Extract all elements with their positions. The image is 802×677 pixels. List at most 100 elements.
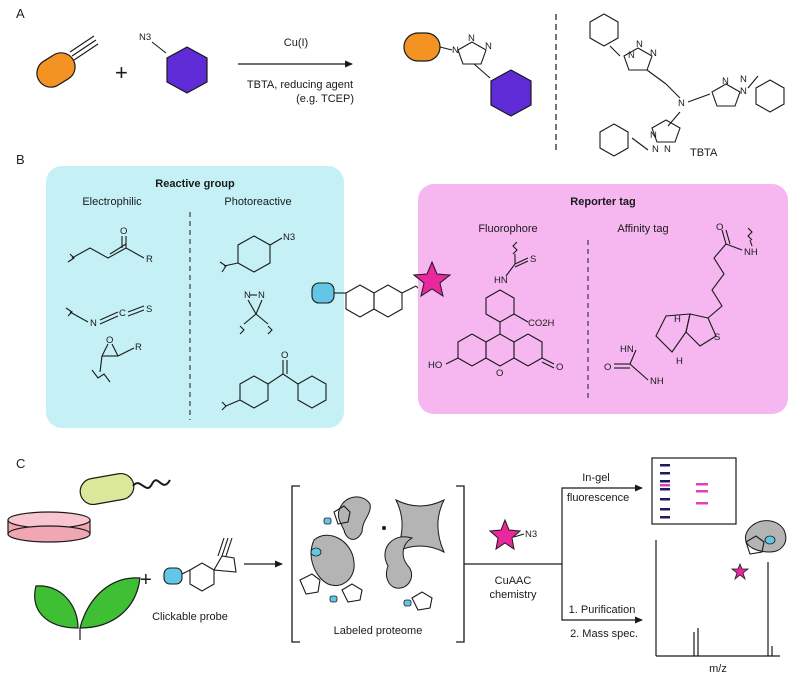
svg-text:NH: NH: [650, 376, 664, 387]
svg-text:CO2H: CO2H: [528, 318, 555, 329]
proteome-bracket-right: [456, 485, 465, 643]
photoreactive-label: Photoreactive: [224, 196, 291, 208]
mass-spectrum: m/z: [655, 520, 787, 675]
svg-text:N: N: [244, 290, 251, 301]
svg-text:N: N: [485, 41, 492, 52]
svg-text:H: H: [676, 356, 683, 367]
epoxide-structure: O R: [91, 335, 142, 383]
reactive-group-title: Reactive group: [155, 178, 235, 190]
gel-image: [651, 457, 737, 525]
branch-down: [561, 564, 643, 624]
azide-label: N3: [139, 32, 151, 43]
svg-text:O: O: [496, 368, 503, 379]
electrophilic-label: Electrophilic: [82, 196, 142, 208]
panel-a-label: A: [16, 6, 25, 21]
tbta-label: TBTA: [690, 147, 718, 159]
in-gel-line1: In-gel: [582, 472, 610, 484]
fluorophore-label: Fluorophore: [478, 223, 537, 235]
svg-text:N: N: [628, 50, 635, 61]
reporter-tag-box: [418, 184, 788, 414]
fluorescein-structure: S HN CO2H O HO O: [428, 241, 563, 379]
svg-text:HN: HN: [494, 275, 508, 286]
product-hexagon: [490, 69, 532, 117]
purification-label: 1. Purification: [569, 604, 636, 616]
scaffold-reactive-blob: [311, 282, 335, 304]
azide-reagent: N3: [139, 32, 208, 94]
svg-text:N: N: [650, 130, 657, 141]
svg-text:N: N: [722, 76, 729, 87]
svg-text:C: C: [119, 308, 126, 319]
aryl-azide-structure: N3: [219, 232, 295, 273]
tbta-structure: N N N N N N N N N N TBTA: [589, 13, 785, 159]
svg-text:O: O: [120, 226, 127, 237]
diazirine-structure: N N: [239, 290, 273, 335]
plant-leaves-icon: [34, 577, 141, 640]
panel-c-plus: +: [140, 569, 152, 591]
cuaac-azide-star: [488, 518, 522, 551]
protein-3: [310, 534, 355, 586]
reactive-group-box: [46, 166, 344, 428]
svg-text:N: N: [652, 144, 659, 155]
in-gel-line2: fluorescence: [567, 492, 629, 504]
svg-text:N: N: [650, 48, 657, 59]
panel-a-plus: +: [115, 60, 128, 85]
labeled-proteome: [299, 496, 446, 611]
panel-b-label: B: [16, 152, 25, 167]
cuaac-line1: CuAAC: [495, 575, 532, 587]
panel-a: A + N3 Cu(I) TBTA, reducing agent (e.g. …: [16, 6, 785, 159]
triazole-product: N N N: [403, 32, 532, 117]
svg-text:HN: HN: [620, 344, 634, 355]
svg-text:N: N: [740, 74, 747, 85]
affinity-tag-label: Affinity tag: [617, 223, 668, 235]
catalyst-label: Cu(I): [284, 37, 308, 49]
mz-axis-label: m/z: [709, 663, 727, 675]
enone-structure: O R: [67, 226, 153, 265]
svg-text:N: N: [636, 39, 643, 50]
organisms: [7, 472, 171, 640]
svg-text:R: R: [146, 254, 153, 265]
cuaac-azide-label: N3: [525, 529, 537, 540]
panel-b: B Reactive group Electrophilic Photoreac…: [16, 152, 788, 428]
svg-text:HO: HO: [428, 360, 442, 371]
svg-text:R: R: [135, 342, 142, 353]
biotin-structure: NH O S HN NH O H H: [604, 222, 758, 387]
svg-text:S: S: [530, 254, 536, 265]
azide-hexagon: [166, 46, 208, 94]
svg-text:O: O: [106, 335, 113, 346]
protein-1: [337, 496, 371, 540]
svg-text:H: H: [674, 314, 681, 325]
svg-text:O: O: [556, 362, 563, 373]
bacterium-icon: [79, 472, 135, 506]
flagellum: [132, 479, 171, 489]
alkyne-reagent: [36, 35, 99, 88]
svg-text:N: N: [258, 290, 265, 301]
panel-c-label: C: [16, 456, 25, 471]
reporter-tag-title: Reporter tag: [570, 196, 635, 208]
svg-text:S: S: [146, 304, 152, 315]
svg-text:O: O: [281, 350, 288, 361]
svg-text:N: N: [90, 318, 97, 329]
svg-text:N: N: [452, 45, 459, 56]
panel-c: C + Clickable: [7, 456, 787, 675]
mass-spec-label: 2. Mass spec.: [570, 628, 638, 640]
svg-text:O: O: [604, 362, 611, 373]
benzophenone-structure: O: [221, 350, 327, 411]
svg-text:N: N: [740, 86, 747, 97]
proteome-bracket-left: [291, 485, 300, 643]
svg-text:O: O: [716, 222, 723, 233]
svg-text:N: N: [468, 33, 475, 44]
cuaac-line2: chemistry: [489, 589, 537, 601]
clickable-probe-label: Clickable probe: [152, 611, 228, 623]
svg-text:N: N: [678, 98, 685, 109]
isothiocyanate-structure: N C S: [65, 304, 152, 329]
alkyne-blob: [36, 52, 76, 88]
conditions-label: TBTA, reducing agent: [247, 79, 353, 91]
svg-text:NH: NH: [744, 247, 758, 258]
petri-dish-icon: [7, 511, 91, 543]
product-alkyne-blob: [403, 32, 441, 62]
protein-4: [384, 536, 414, 589]
svg-text:N3: N3: [283, 232, 295, 243]
conditions-example: (e.g. TCEP): [296, 93, 354, 105]
svg-text:N: N: [664, 144, 671, 155]
